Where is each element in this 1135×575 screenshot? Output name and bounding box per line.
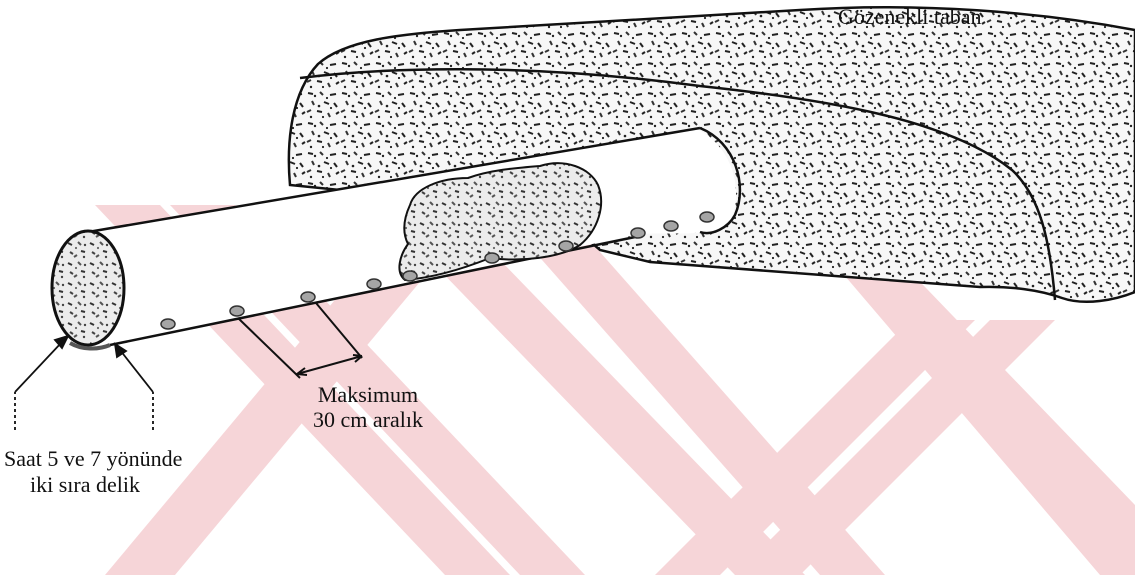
- perforation-hole: [367, 279, 381, 289]
- porous-base-label: Gözenekli taban: [838, 4, 982, 29]
- spacing-label-line2: 30 cm aralık: [302, 407, 434, 432]
- spacing-label-line1: Maksimum: [308, 382, 428, 407]
- perforation-hole: [403, 271, 417, 281]
- hole-leader-arrows: [15, 336, 153, 430]
- perforation-hole: [631, 228, 645, 238]
- perforation-hole: [485, 253, 499, 263]
- perforation-hole: [230, 306, 244, 316]
- perforation-hole: [161, 319, 175, 329]
- perforation-hole: [559, 241, 573, 251]
- holes-label-line2: iki sıra delik: [30, 472, 140, 497]
- perforation-hole: [700, 212, 714, 222]
- pipe-end-face: [52, 231, 124, 345]
- perforation-hole: [664, 221, 678, 231]
- holes-label-line1: Saat 5 ve 7 yönünde: [4, 446, 182, 471]
- perforation-hole: [301, 292, 315, 302]
